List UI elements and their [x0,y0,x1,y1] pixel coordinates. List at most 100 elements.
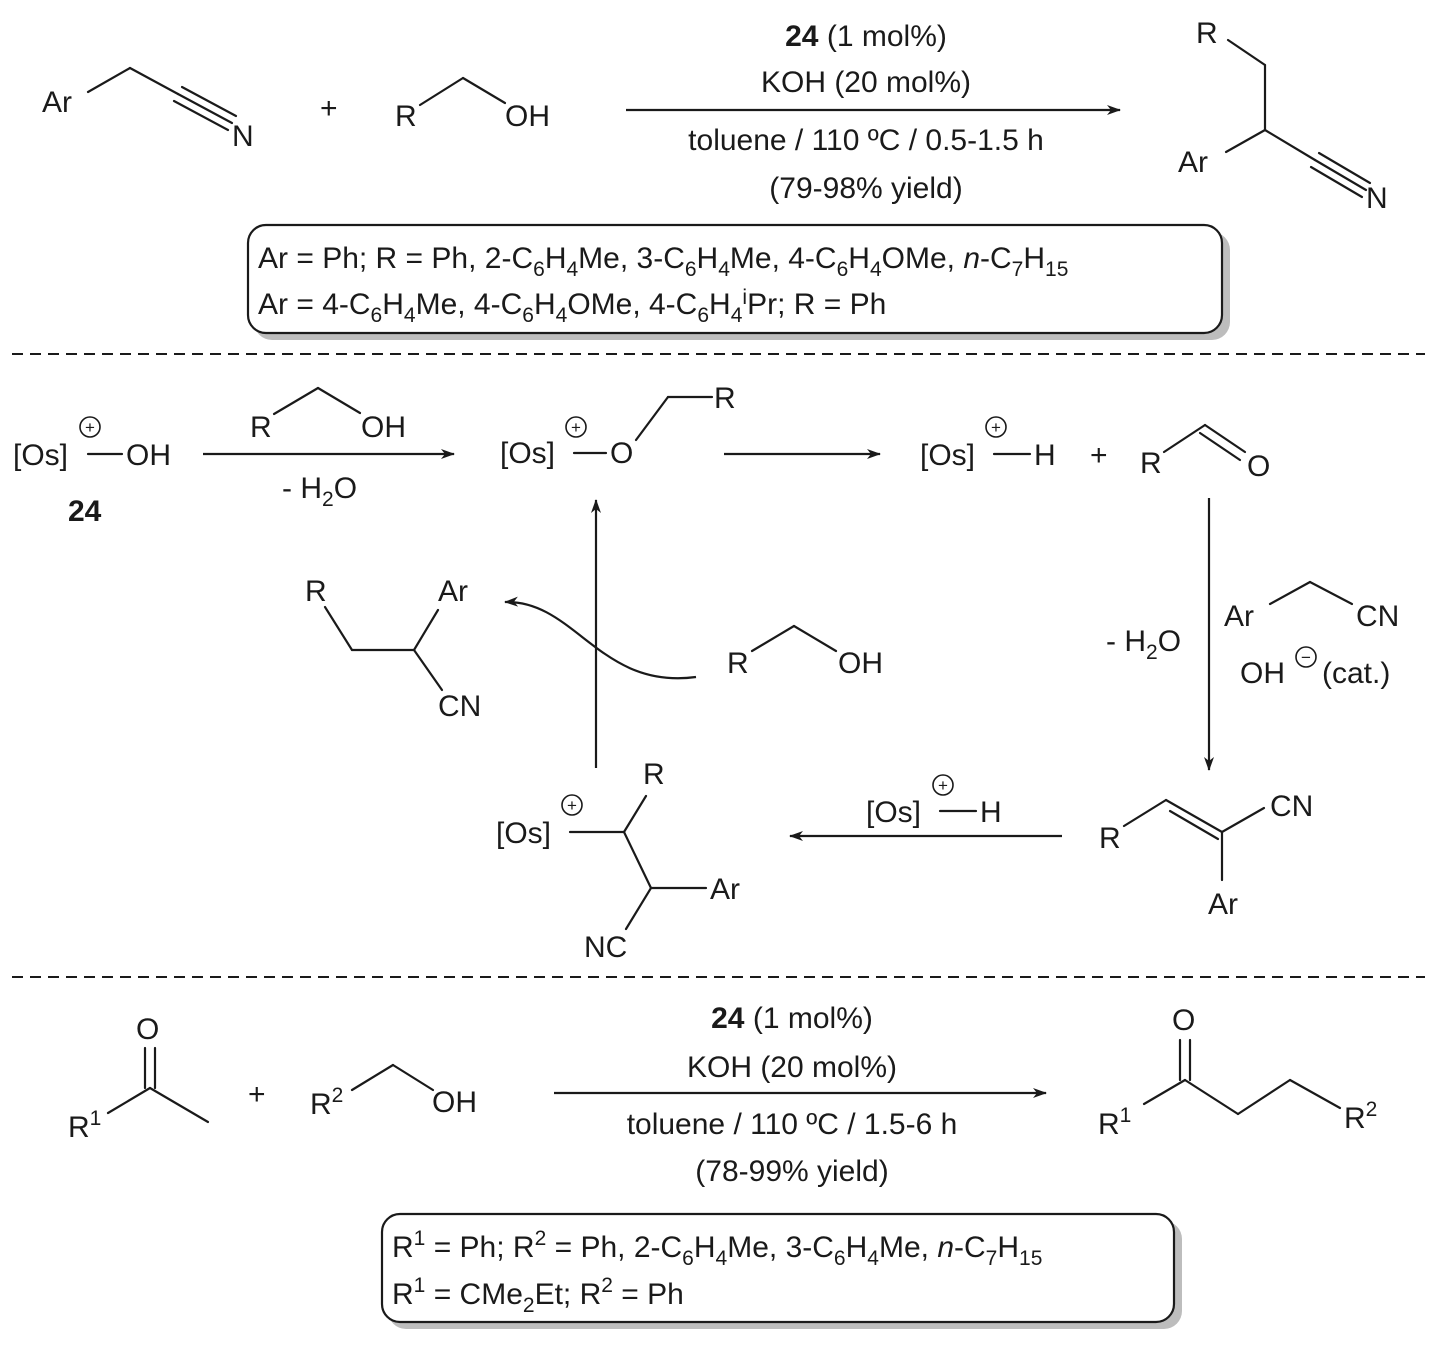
atom-r2: R2 [310,1084,343,1121]
minus-water-1: - H2O [282,472,357,511]
catalyst-label: 24 [68,495,102,528]
reaction-2: O R1 + R2 OH 24 (1 mol%) KOH (20 mol%) t… [68,1002,1377,1329]
triple-bond [172,99,230,132]
bond [1122,798,1168,828]
atom-cn: CN [438,690,481,723]
double-bond [1168,809,1220,841]
atom-ar: Ar [42,86,72,119]
charge-plus-sign: + [571,418,581,437]
scope-line-1: Ar = Ph; R = Ph, 2-C6H4Me, 3-C6H4Me, 4-C… [258,242,1068,281]
reagent-arylacetonitrile: Ar CN [1224,580,1399,633]
conditions-solvent: toluene / 110 ºC / 1.5-6 h [627,1108,958,1141]
charge-plus-sign: + [938,776,948,795]
scope-line-2: Ar = 4-C6H4Me, 4-C6H4OMe, 4-C6H4iPr; R =… [258,286,886,327]
bond [461,76,507,105]
charge-plus-sign: + [567,796,577,815]
atom-oh: OH [361,411,406,444]
atom-r: R [714,382,736,415]
charge-plus-icon [79,416,101,438]
bond [316,386,362,415]
aldehyde-intermediate: R O [1140,423,1270,483]
atom-o: O [610,437,633,470]
atom-os: [Os] [500,437,555,470]
atom-cn: CN [1270,790,1313,823]
atom-nc: NC [584,931,627,964]
atom-n: N [1366,182,1388,215]
os-alkyl-intermediate: [Os] + R Ar NC [496,758,740,964]
bond [412,608,440,652]
curved-arrow-release [504,596,697,680]
atom-r: R [250,411,272,444]
arylacetonitrile-reactant: Ar N [42,66,254,153]
catalytic-label: (cat.) [1322,657,1390,690]
bond [1263,128,1317,162]
bond [1288,1078,1342,1110]
bond [412,648,444,692]
alkenyl-nitrile-intermediate: R CN Ar [1099,790,1313,921]
atom-ar: Ar [710,873,740,906]
bond [1226,38,1267,67]
atom-h: H [1034,439,1056,472]
bond [622,794,648,834]
bond [634,395,670,442]
atom-os: [Os] [496,817,551,850]
plus-sign: + [320,92,338,125]
atom-os: [Os] [920,439,975,472]
scope-line-1: R1 = Ph; R2 = Ph, 2-C6H4Me, 3-C6H4Me, n-… [392,1227,1042,1270]
reagent-os-hydride: [Os] + H [866,774,1002,829]
atom-h: H [980,796,1002,829]
bond [128,66,180,96]
atom-ar: Ar [1224,600,1254,633]
atom-r: R [1099,822,1121,855]
atom-os: [Os] [866,796,921,829]
bond [624,886,653,931]
atom-oh: OH [838,647,883,680]
double-bond [1203,423,1247,454]
methyl-ketone-reactant: O R1 [68,1013,210,1144]
atom-oh: OH [1240,657,1285,690]
mechanism-cycle: [Os] + OH 24 R OH - H2O [Os] + O R [13,382,1399,964]
atom-ar: Ar [438,575,468,608]
substrate-scope-box-1: Ar = Ph; R = Ph, 2-C6H4Me, 3-C6H4Me, 4-C… [246,223,1230,340]
triple-bond [1309,165,1364,199]
bond [1308,580,1354,606]
double-bond [1198,431,1242,462]
atom-oh: OH [126,439,171,472]
conditions-base: KOH (20 mol%) [687,1051,897,1084]
bond [418,76,465,107]
atom-r: R [395,100,417,133]
atom-oh: OH [505,100,550,133]
atom-o: O [1247,450,1270,483]
box-frame [246,223,1224,335]
atom-os: [Os] [13,439,68,472]
charge-plus-icon [985,416,1007,438]
conditions-catalyst: 24 (1 mol%) [711,1002,873,1035]
atom-r2: R2 [1344,1098,1377,1135]
reagent-alcohol-curve: R OH [727,624,883,680]
bond [792,624,838,653]
atom-cn: CN [1356,600,1399,633]
plus-sign: + [248,1078,266,1111]
atom-o: O [1172,1004,1195,1037]
bond [1183,1078,1240,1116]
atom-r1: R1 [68,1107,101,1144]
bond [272,386,320,416]
atom-ar: Ar [1178,146,1208,179]
alkylated-nitrile-released: R Ar CN [305,575,481,723]
os-hydroxide-complex: [Os] + OH 24 [13,416,171,528]
triple-bond [180,85,238,118]
reagent-hydroxide: OH − (cat.) [1240,646,1390,690]
alkylated-ketone-product: O R1 R2 [1098,1004,1377,1141]
bond [350,1063,395,1092]
atom-r: R [727,647,749,680]
charge-plus-sign: + [991,418,1001,437]
charge-plus-sign: + [85,418,95,437]
bond [106,1086,152,1115]
charge-minus-sign: − [1301,648,1311,667]
alcohol-reactant-2: R2 OH [310,1063,477,1121]
os-hydride-complex: [Os] + H [920,416,1056,472]
conditions-base: KOH (20 mol%) [761,66,971,99]
bond [622,830,653,890]
box-frame [380,1212,1176,1324]
